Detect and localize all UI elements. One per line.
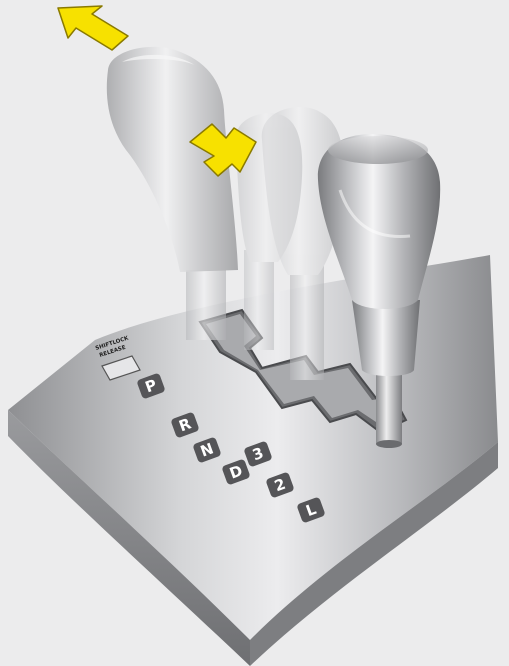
ghost-knob-left [107,47,238,340]
arrow-pull-back [58,6,128,50]
